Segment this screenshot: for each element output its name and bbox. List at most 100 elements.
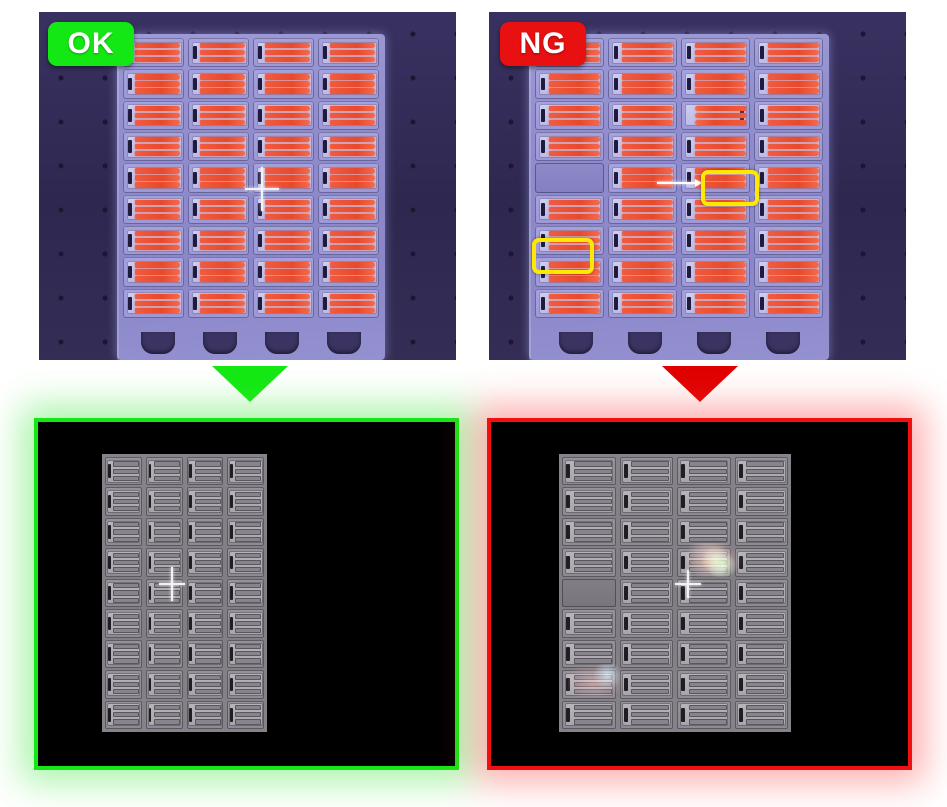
connector-cell[interactable] [253, 38, 314, 68]
ng-anomaly-map-panel[interactable] [491, 422, 908, 766]
mono-connector-cell [677, 639, 731, 669]
ok-anomaly-map-panel[interactable] [38, 422, 455, 766]
connector-cell[interactable] [754, 163, 823, 193]
connector-cell[interactable] [754, 288, 823, 318]
connector-cell[interactable] [123, 194, 184, 224]
connector-cell[interactable] [253, 288, 314, 318]
connector-cell[interactable] [681, 132, 750, 162]
defective-connector-cell[interactable] [681, 100, 750, 130]
connector-cell[interactable] [754, 226, 823, 256]
mono-connector-cell [562, 639, 616, 669]
mono-connector-cell [734, 700, 788, 729]
connector-cell[interactable] [608, 226, 677, 256]
connector-cell[interactable] [123, 257, 184, 287]
connector-cell[interactable] [318, 257, 379, 287]
connector-cell[interactable] [318, 226, 379, 256]
connector-cell[interactable] [754, 194, 823, 224]
connector-cell[interactable] [123, 288, 184, 318]
connector-cell[interactable] [681, 69, 750, 99]
mono-missing-connector-cell [562, 578, 616, 608]
mono-connector-cell [186, 517, 224, 547]
connector-cell[interactable] [123, 226, 184, 256]
tray-foot [203, 332, 237, 354]
connector-cell[interactable] [253, 69, 314, 99]
connector-cell[interactable] [318, 100, 379, 130]
connector-cell[interactable] [318, 132, 379, 162]
connector-cell[interactable] [754, 100, 823, 130]
connector-cell[interactable] [253, 100, 314, 130]
connector-cell[interactable] [318, 194, 379, 224]
tray-feet [127, 332, 375, 354]
connector-cell[interactable] [754, 69, 823, 99]
status-badge-ok[interactable]: OK [48, 22, 134, 66]
tray-feet [541, 332, 817, 354]
mono-connector-cell [734, 548, 788, 577]
mono-connector-cell [227, 639, 264, 669]
connector-cell[interactable] [681, 38, 750, 68]
connector-cell[interactable] [188, 69, 249, 99]
connector-cell[interactable] [535, 288, 604, 318]
connector-cell[interactable] [608, 194, 677, 224]
connector-cell[interactable] [253, 226, 314, 256]
mono-connector-cell [105, 639, 142, 669]
ok-camera-panel[interactable]: OK [39, 12, 456, 360]
connector-tray [529, 34, 829, 360]
mono-connector-cell [145, 700, 183, 729]
connector-cell[interactable] [253, 132, 314, 162]
connector-cell[interactable] [535, 194, 604, 224]
connector-cell[interactable] [608, 132, 677, 162]
connector-cell[interactable] [188, 38, 249, 68]
connector-cell[interactable] [535, 132, 604, 162]
connector-cell[interactable] [123, 69, 184, 99]
connector-cell[interactable] [318, 38, 379, 68]
mono-connector-cell [227, 487, 264, 516]
connector-cell[interactable] [608, 69, 677, 99]
connector-cell[interactable] [188, 257, 249, 287]
status-badge-ng[interactable]: NG [500, 22, 586, 66]
connector-cell[interactable] [754, 38, 823, 68]
connector-cell[interactable] [608, 257, 677, 287]
mono-connector-cell-anomalous [677, 517, 731, 547]
connector-cell[interactable] [188, 100, 249, 130]
mono-connector-cell [145, 457, 183, 486]
connector-cell[interactable] [253, 194, 314, 224]
connector-cell[interactable] [608, 100, 677, 130]
defect-box-reversed-connector[interactable] [701, 170, 759, 206]
missing-connector-cell[interactable] [535, 163, 604, 193]
connector-cell[interactable] [681, 257, 750, 287]
connector-cell[interactable] [754, 257, 823, 287]
connector-cell[interactable] [188, 194, 249, 224]
mono-connector-cell [227, 517, 264, 547]
connector-cell[interactable] [535, 100, 604, 130]
connector-cell[interactable] [681, 226, 750, 256]
connector-cell[interactable] [318, 69, 379, 99]
connector-cell[interactable] [253, 163, 314, 193]
connector-cell[interactable] [188, 132, 249, 162]
mono-connector-cell [619, 487, 673, 516]
mono-connector-cell [186, 548, 224, 577]
connector-cell[interactable] [188, 163, 249, 193]
connector-cell[interactable] [123, 132, 184, 162]
mono-connector-cell [105, 457, 142, 486]
connector-cell[interactable] [318, 288, 379, 318]
connector-cell[interactable] [608, 38, 677, 68]
connector-cell[interactable] [754, 132, 823, 162]
connector-cell[interactable] [535, 69, 604, 99]
connector-cell[interactable] [253, 257, 314, 287]
mono-connector-cell [734, 609, 788, 638]
ng-camera-panel[interactable]: NG [489, 12, 906, 360]
mono-connector-cell [145, 639, 183, 669]
connector-cell[interactable] [608, 163, 677, 193]
connector-cell[interactable] [123, 100, 184, 130]
connector-cell[interactable] [188, 226, 249, 256]
connector-cell[interactable] [608, 288, 677, 318]
connector-cell[interactable] [188, 288, 249, 318]
connector-grid [123, 38, 379, 318]
connector-cell[interactable] [681, 288, 750, 318]
tray-foot [265, 332, 299, 354]
connector-cell[interactable] [123, 163, 184, 193]
mono-connector-grid [562, 457, 788, 729]
mono-connector-cell [145, 548, 183, 577]
connector-cell[interactable] [318, 163, 379, 193]
defect-box-missing-connector[interactable] [532, 238, 594, 274]
